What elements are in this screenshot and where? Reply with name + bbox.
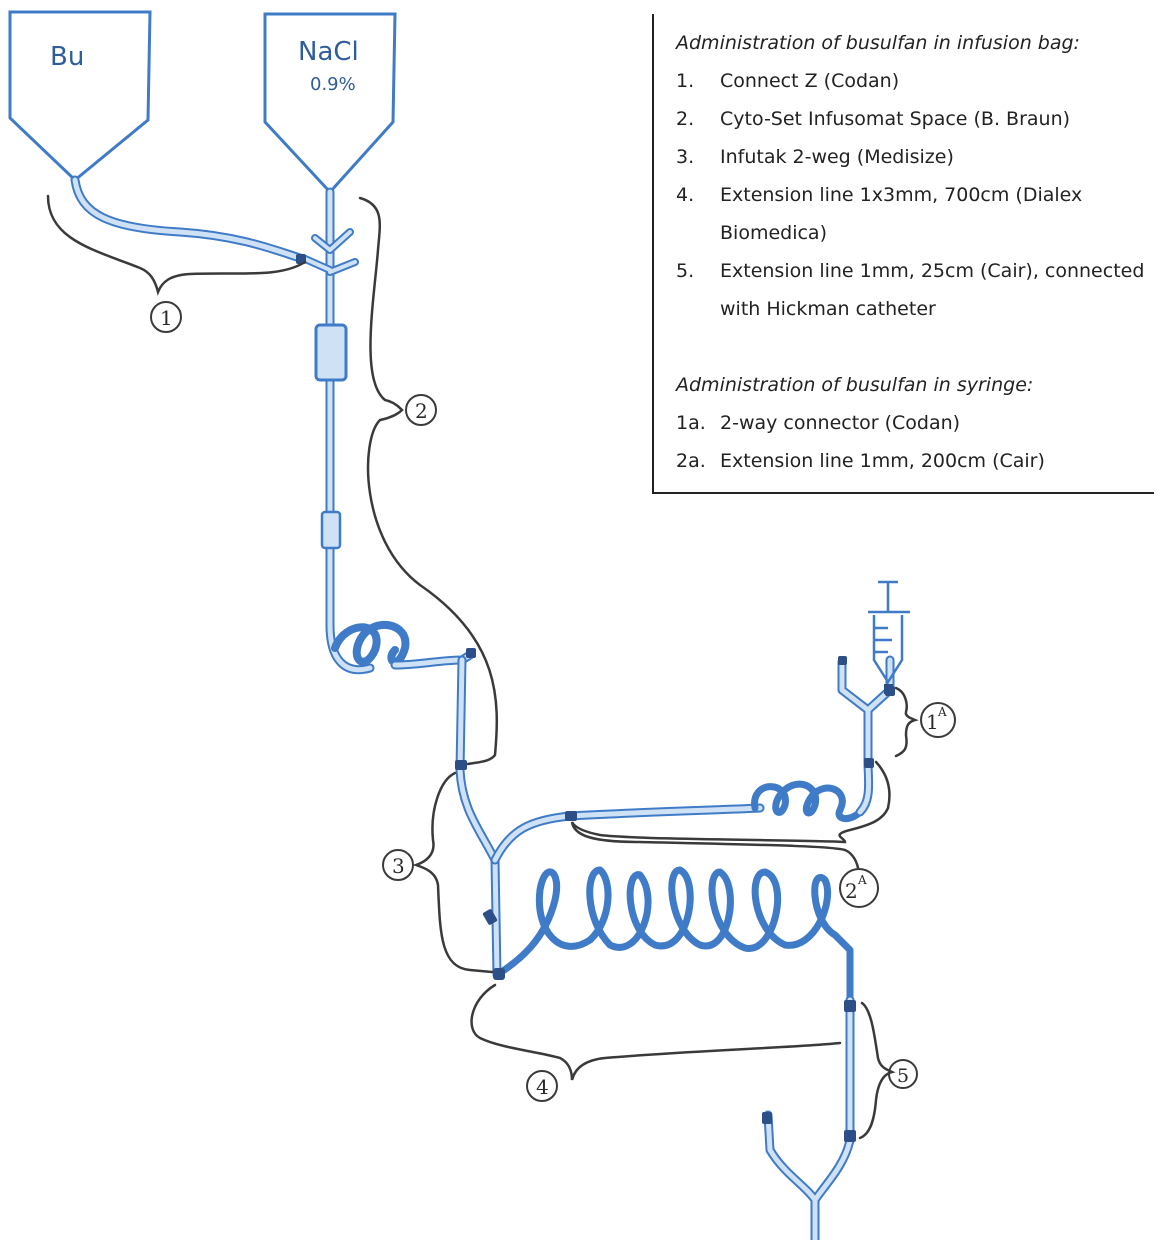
callout-2a: 2	[845, 879, 858, 903]
nacl-bag	[263, 12, 397, 195]
callout-2: 2	[415, 399, 428, 423]
legend-bag-item: 1. Connect Z (Codan)	[676, 62, 1154, 100]
callout-3: 3	[392, 854, 405, 878]
legend-bag-item: 2. Cyto-Set Infusomat Space (B. Braun)	[676, 100, 1154, 138]
tubing	[70, 175, 895, 1240]
legend-syringe-item: 2a. Extension line 1mm, 200cm (Cair)	[676, 442, 1154, 480]
callout-circle-1	[150, 301, 182, 333]
legend-item-number: 1.	[676, 70, 695, 92]
legend-bag-item: 5. Extension line 1mm, 25cm (Cair), conn…	[676, 252, 1154, 328]
callout-circle-1a	[920, 702, 956, 738]
callout-circle-3	[382, 849, 414, 881]
legend-item-text: Extension line 1mm, 25cm (Cair), connect…	[720, 260, 1145, 320]
callout-2a-sup: A	[857, 873, 867, 887]
busulfan-bag	[8, 10, 152, 183]
legend-item-text: 2-way connector (Codan)	[720, 412, 961, 434]
bag-label-nacl: NaCl	[298, 37, 359, 67]
bag-label-bu: Bu	[50, 42, 84, 72]
legend-item-number: 4.	[676, 184, 695, 206]
callout-5: 5	[897, 1065, 909, 1087]
legend-spacer	[676, 328, 1154, 366]
callout-circle-2	[405, 394, 437, 426]
legend-item-number: 2a.	[676, 450, 706, 472]
legend-item-text: Connect Z (Codan)	[720, 70, 900, 92]
syringe-tip	[884, 684, 893, 694]
legend-syringe-item: 1a. 2-way connector (Codan)	[676, 404, 1154, 442]
legend-item-number: 5.	[676, 260, 695, 282]
drip-chamber	[314, 323, 348, 382]
callout-circle-2a	[839, 868, 879, 908]
callout-circle-4	[526, 1070, 558, 1102]
connectors	[296, 254, 895, 1142]
syringe	[868, 580, 910, 685]
legend-bag-item: 3. Infutak 2-weg (Medisize)	[676, 138, 1154, 176]
legend-item-text: Extension line 1x3mm, 700cm (Dialex Biom…	[720, 184, 1083, 244]
callout-labels: 1 2 3 4 5 1 A 2 A	[160, 306, 947, 1099]
braces	[46, 194, 919, 1140]
inline-filter	[320, 510, 342, 550]
callout-1a: 1	[926, 710, 939, 734]
legend-item-number: 3.	[676, 146, 695, 168]
callout-4: 4	[536, 1075, 549, 1099]
callout-circle-5	[888, 1059, 918, 1089]
legend-item-text: Cyto-Set Infusomat Space (B. Braun)	[720, 108, 1071, 130]
legend-bag-title: Administration of busulfan in infusion b…	[676, 32, 1080, 54]
legend-item-text: Extension line 1mm, 200cm (Cair)	[720, 450, 1045, 472]
legend-syringe-title: Administration of busulfan in syringe:	[676, 374, 1034, 396]
legend-item-number: 1a.	[676, 412, 706, 434]
legend-bag-item: 4. Extension line 1x3mm, 700cm (Dialex B…	[676, 176, 1154, 252]
bag-sublabel-nacl: 0.9%	[310, 74, 356, 95]
callouts	[150, 301, 956, 1102]
legend-box: Administration of busulfan in infusion b…	[652, 14, 1154, 494]
callout-1a-sup: A	[937, 705, 947, 719]
legend-item-text: Infutak 2-weg (Medisize)	[720, 146, 954, 168]
callout-1: 1	[160, 306, 173, 330]
legend-item-number: 2.	[676, 108, 695, 130]
